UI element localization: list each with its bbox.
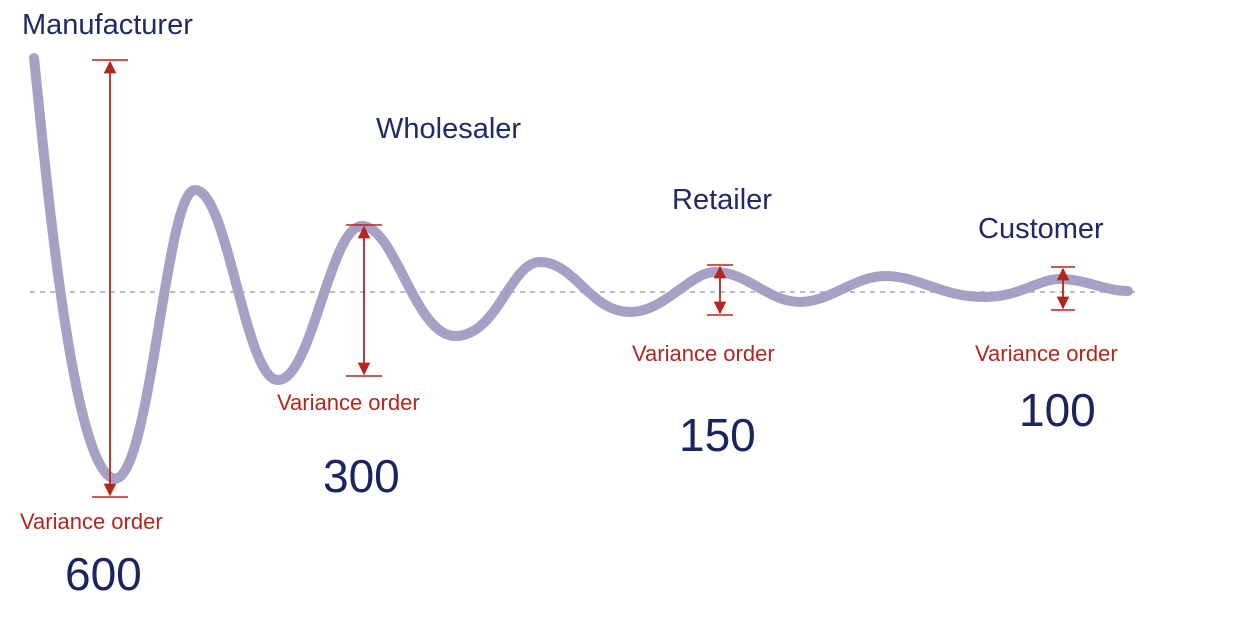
stage-label-customer: Customer (978, 213, 1104, 245)
variance-label-wholesaler: Variance order (277, 390, 420, 415)
retailer-variance-arrow (707, 264, 733, 316)
wholesaler-variance-arrow (346, 224, 382, 377)
bullwhip-wave (29, 53, 1133, 484)
stage-label-retailer: Retailer (672, 184, 772, 216)
variance-label-customer: Variance order (975, 341, 1118, 366)
stage-label-manufacturer: Manufacturer (22, 9, 193, 41)
variance-value-retailer: 150 (679, 409, 756, 461)
variance-value-wholesaler: 300 (323, 450, 400, 502)
variance-value-manufacturer: 600 (65, 548, 142, 600)
variance-value-customer: 100 (1019, 384, 1096, 436)
variance-label-retailer: Variance order (632, 341, 775, 366)
manufacturer-variance-arrow (92, 59, 128, 498)
stage-label-wholesaler: Wholesaler (376, 113, 521, 145)
customer-variance-arrow (1051, 266, 1075, 311)
variance-label-manufacturer: Variance order (20, 509, 163, 534)
